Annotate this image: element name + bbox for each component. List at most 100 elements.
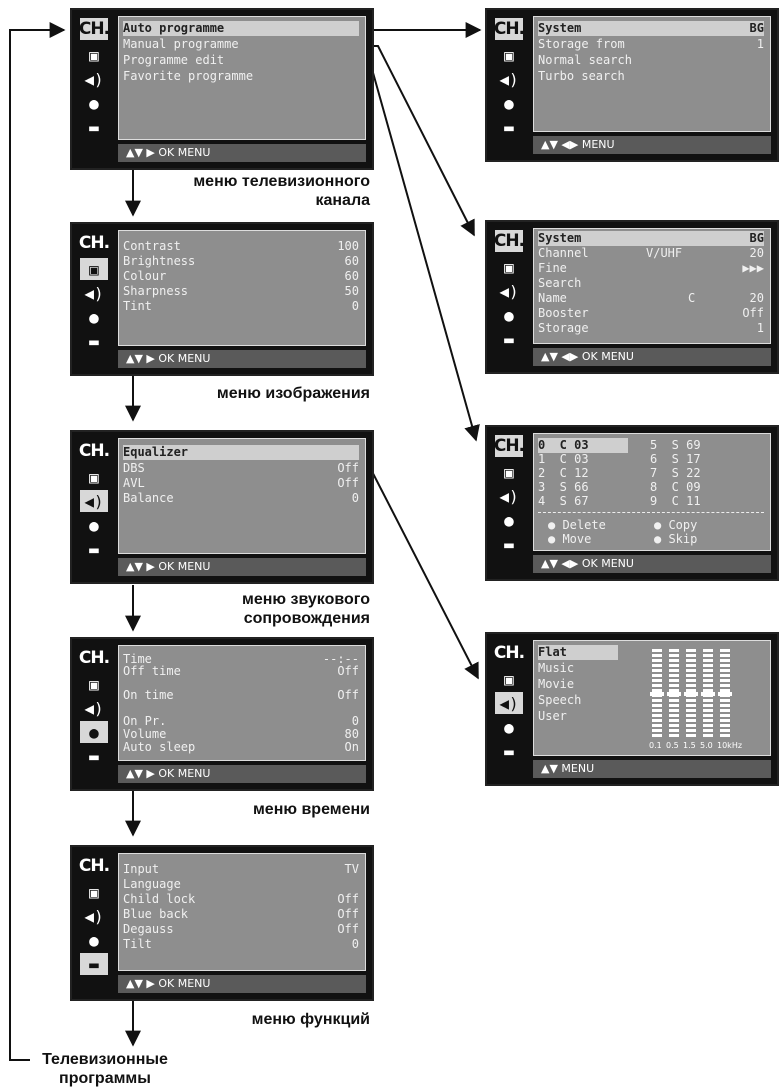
ch-icon[interactable]: CH. [493, 435, 525, 457]
time-icon[interactable]: ● [89, 93, 99, 113]
time-icon[interactable]: ● [80, 721, 108, 743]
ch-icon[interactable]: CH. [78, 648, 110, 668]
function-icon[interactable]: ▬ [89, 117, 99, 137]
delete-action[interactable]: ● Delete [548, 518, 606, 533]
sound-icon[interactable]: ◀) [499, 281, 519, 301]
function-icon[interactable]: ▬ [89, 746, 99, 766]
time-icon[interactable]: ● [89, 515, 99, 535]
eq-band-knob[interactable] [667, 692, 681, 696]
programme-row[interactable]: 7 S 22 [650, 466, 764, 481]
ch-icon[interactable]: CH. [78, 18, 110, 40]
programme-row[interactable]: 5 S 69 [650, 438, 764, 453]
programme-row[interactable]: 1 C 03 [538, 452, 628, 467]
picture-icon[interactable]: ▣ [89, 674, 99, 694]
menu-item-manual-programme[interactable]: Manual programme [123, 37, 359, 52]
programme-row[interactable]: 0 C 03 [538, 438, 628, 453]
menu-item-programme-edit[interactable]: Programme edit [123, 53, 359, 68]
time-icon[interactable]: ● [89, 307, 99, 327]
time-icon[interactable]: ● [89, 930, 99, 950]
menu-item-time[interactable]: Time--:-- [123, 652, 359, 667]
function-icon[interactable]: ▬ [80, 953, 108, 975]
eq-preset-flat[interactable]: Flat [538, 645, 618, 660]
picture-icon[interactable]: ▣ [89, 882, 99, 902]
menu-item-turbo-search[interactable]: Turbo search [538, 69, 764, 84]
sound-icon[interactable]: ◀) [495, 692, 523, 714]
programme-row[interactable]: 3 S 66 [538, 480, 628, 495]
function-icon[interactable]: ▬ [89, 331, 99, 351]
picture-icon[interactable]: ▣ [80, 258, 108, 280]
time-icon[interactable]: ● [504, 305, 514, 325]
menu-item-search[interactable]: Search [538, 276, 764, 291]
ch-icon[interactable]: CH. [493, 18, 525, 40]
programme-row[interactable]: 4 S 67 [538, 494, 628, 509]
menu-item-auto-programme[interactable]: Auto programme [123, 21, 359, 36]
sound-icon[interactable]: ◀) [84, 283, 104, 303]
ch-icon[interactable]: CH. [78, 856, 110, 876]
time-icon[interactable]: ● [504, 510, 514, 530]
picture-icon[interactable]: ▣ [504, 669, 514, 689]
time-icon[interactable]: ● [504, 93, 514, 113]
eq-preset-music[interactable]: Music [538, 661, 618, 676]
copy-action[interactable]: ● Copy [654, 518, 764, 533]
ch-icon[interactable]: CH. [493, 643, 525, 663]
picture-icon[interactable]: ▣ [504, 462, 514, 482]
eq-band-knob[interactable] [650, 692, 664, 696]
function-icon[interactable]: ▬ [504, 534, 514, 554]
sound-icon[interactable]: ◀) [80, 490, 108, 512]
eq-band-knob[interactable] [701, 692, 715, 696]
eq-preset-speech[interactable]: Speech [538, 693, 618, 708]
programme-row[interactable]: 2 C 12 [538, 466, 628, 481]
sound-icon[interactable]: ◀) [499, 486, 519, 506]
function-icon[interactable]: ▬ [504, 329, 514, 349]
programme-row[interactable]: 9 C 11 [650, 494, 764, 509]
function-icon[interactable]: ▬ [89, 539, 99, 559]
menu-item-language[interactable]: Language [123, 877, 359, 892]
picture-icon[interactable]: ▣ [89, 45, 99, 65]
ch-icon[interactable]: CH. [493, 230, 525, 252]
sound-icon[interactable]: ◀) [84, 906, 104, 926]
eq-band-knob[interactable] [718, 692, 732, 696]
function-icon[interactable]: ▬ [504, 741, 514, 761]
eq-preset-user[interactable]: User [538, 709, 618, 724]
eq-preset-movie[interactable]: Movie [538, 677, 618, 692]
programme-row[interactable]: 8 C 09 [650, 480, 764, 495]
ch-icon[interactable]: CH. [78, 441, 110, 461]
picture-icon[interactable]: ▣ [504, 257, 514, 277]
eq-band-knob[interactable] [684, 692, 698, 696]
skip-action[interactable]: ● Skip [654, 532, 764, 547]
menu-item-equalizer[interactable]: Equalizer [123, 445, 359, 460]
menu-item-on-pr[interactable]: On Pr.0 [123, 714, 359, 729]
sound-icon[interactable]: ◀) [499, 69, 519, 89]
sound-icon[interactable]: ◀) [84, 698, 104, 718]
picture-icon[interactable]: ▣ [504, 45, 514, 65]
picture-icon[interactable]: ▣ [89, 467, 99, 487]
time-icon[interactable]: ● [504, 717, 514, 737]
function-icon[interactable]: ▬ [504, 117, 514, 137]
programme-row[interactable]: 6 S 17 [650, 452, 764, 467]
sound-icon[interactable]: ◀) [84, 69, 104, 89]
menu-item-fine[interactable]: Fine▶▶▶ [538, 261, 764, 276]
